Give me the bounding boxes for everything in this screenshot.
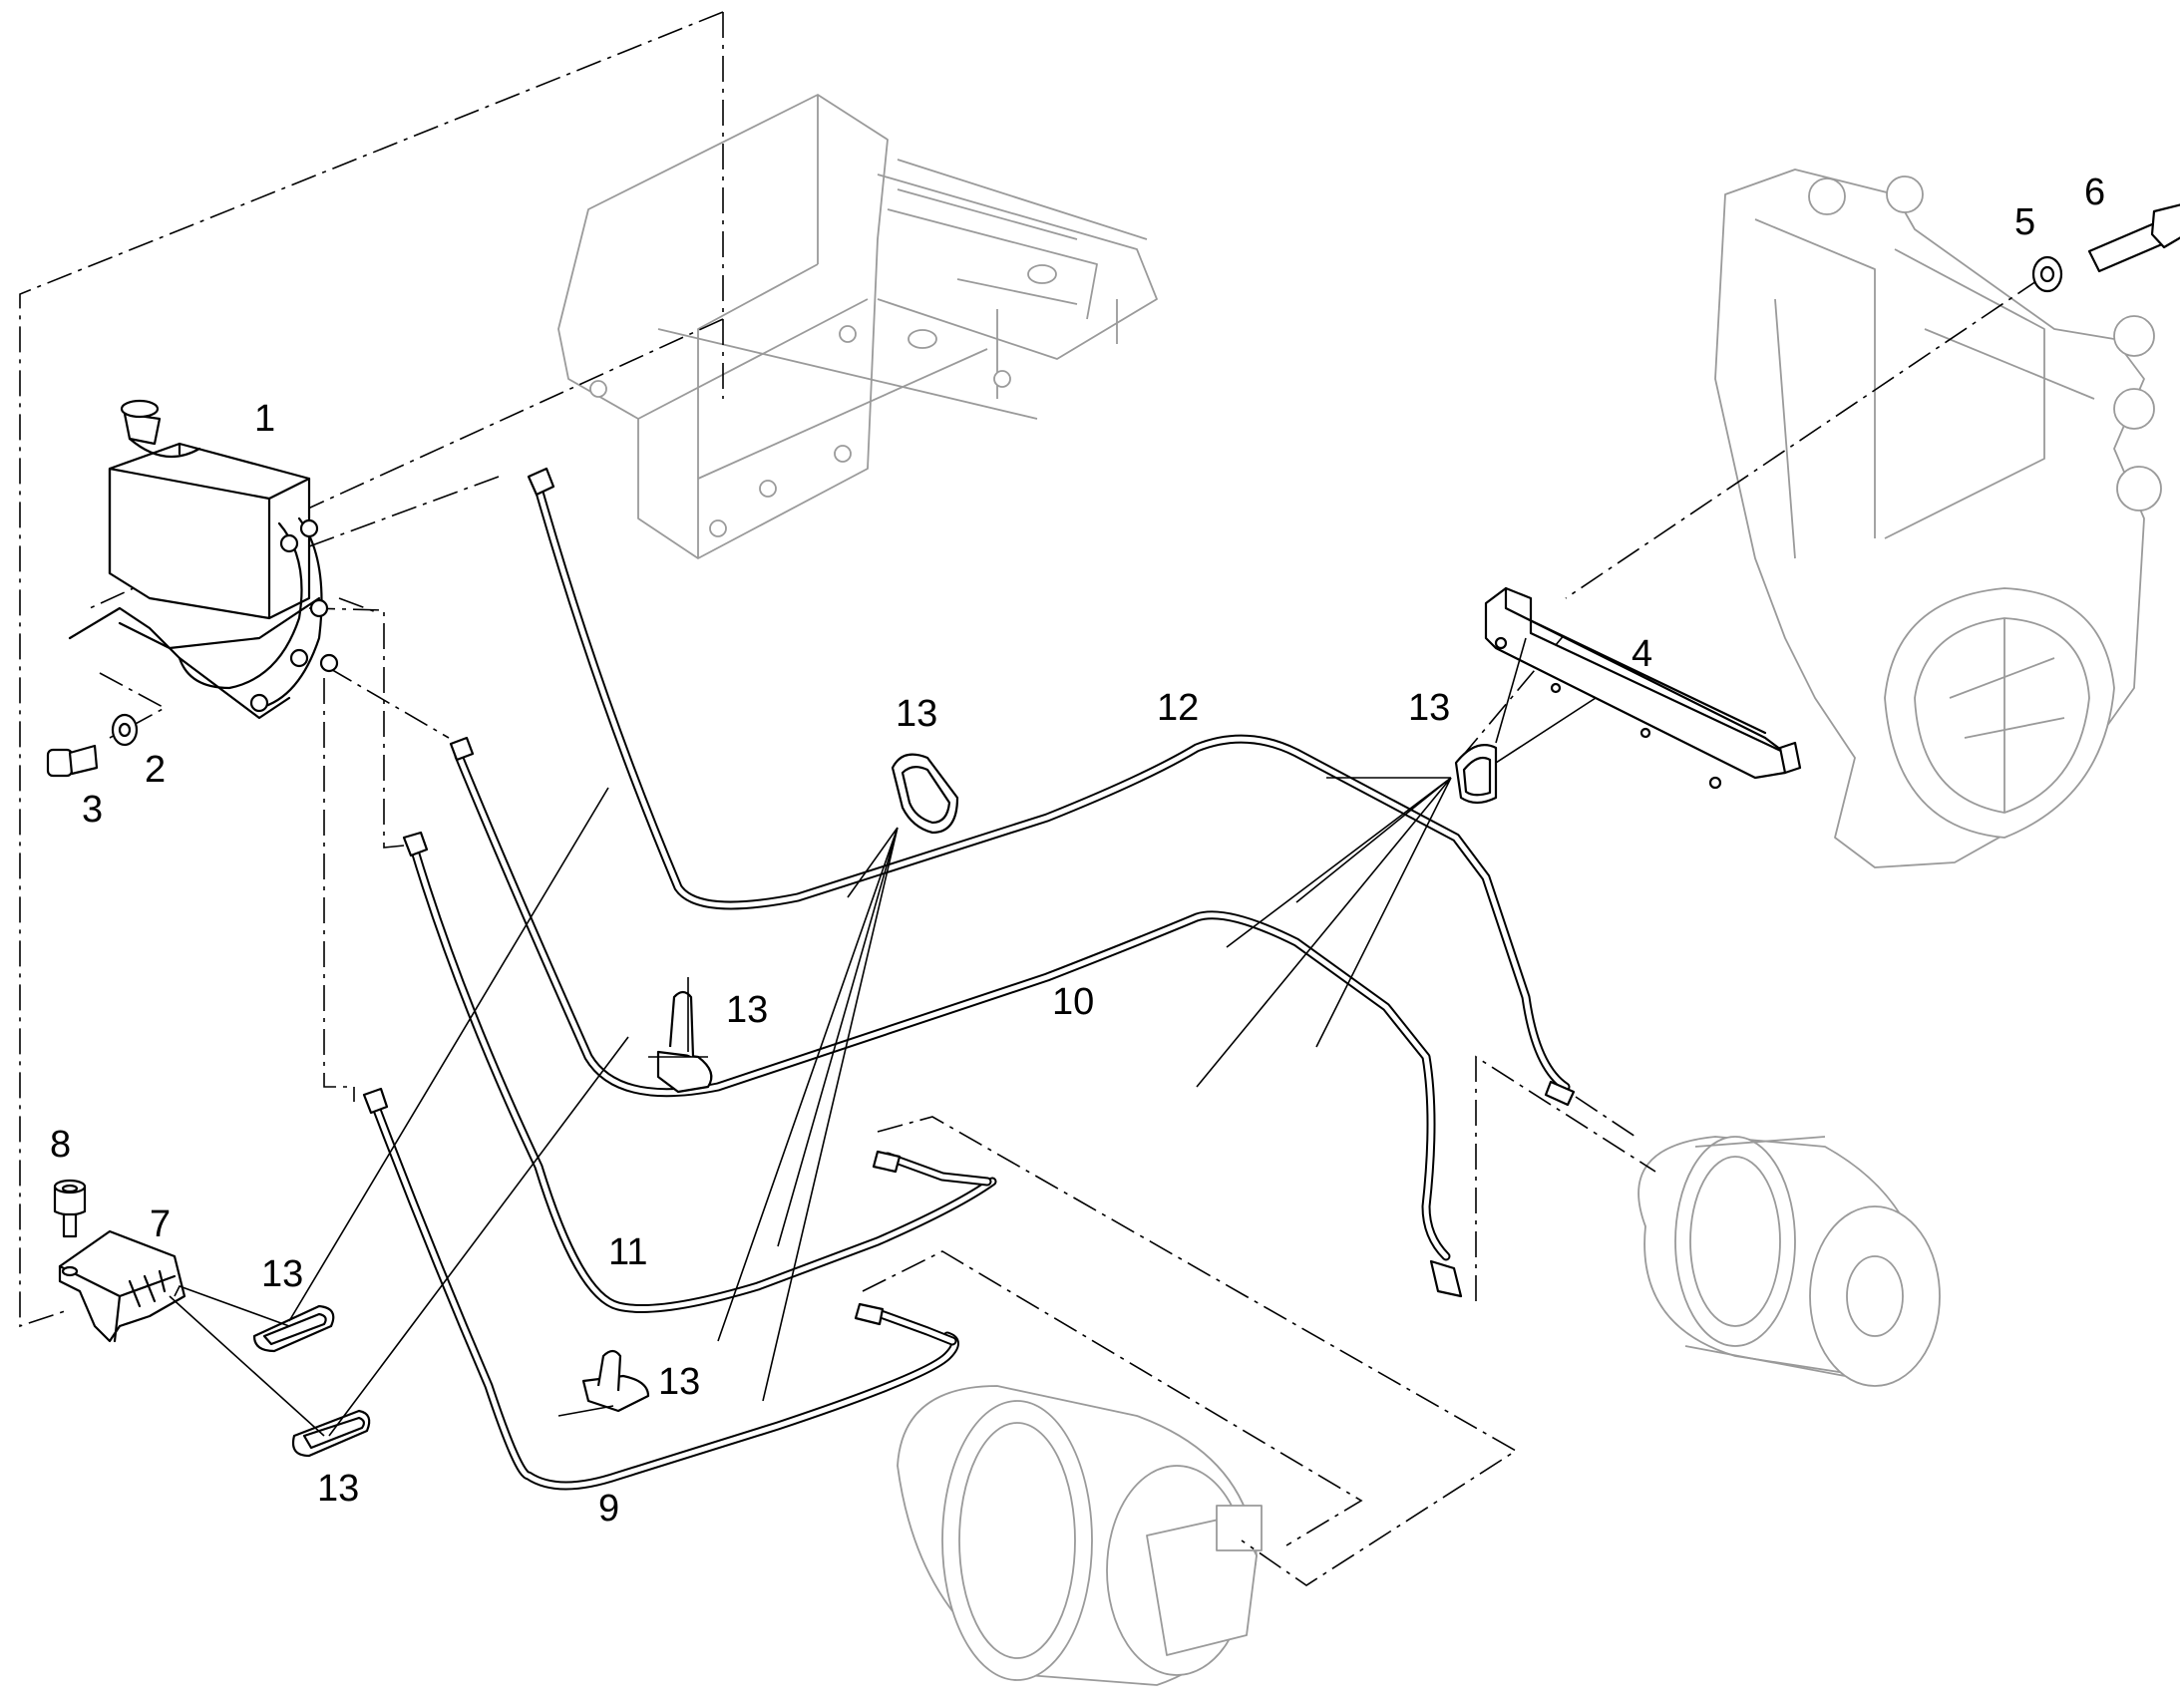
callout-9: 9	[598, 1488, 619, 1530]
callout-11: 11	[608, 1231, 647, 1273]
clamp-13-top	[891, 753, 959, 835]
leader-lines	[169, 637, 1597, 1437]
tank-part-1	[68, 399, 339, 720]
callout-7: 7	[150, 1203, 171, 1245]
final-drive-bottom	[897, 1385, 1263, 1686]
bolt-part-3	[46, 744, 99, 778]
callout-13-left-upper: 13	[261, 1253, 303, 1295]
chassis-frame-top	[557, 94, 1158, 559]
callout-5: 5	[2014, 201, 2035, 243]
callout-6: 6	[2084, 171, 2105, 213]
cap-screw-part-8	[53, 1179, 87, 1238]
clamp-13-mid	[656, 990, 713, 1094]
callout-2: 2	[145, 749, 166, 791]
clamp-13-left-upper	[252, 1304, 335, 1353]
hose-part-11	[402, 831, 997, 1313]
callout-13-right: 13	[1408, 687, 1450, 729]
bracket-part-4	[1484, 586, 1802, 790]
washer-part-5	[2031, 255, 2063, 293]
callout-12: 12	[1157, 687, 1199, 729]
washer-part-2	[111, 713, 139, 747]
clamp-13-lower	[581, 1349, 650, 1413]
callout-1: 1	[254, 398, 275, 440]
hose-part-10	[449, 736, 1463, 1298]
chassis-frame-right	[1714, 169, 2162, 868]
callout-13-mid: 13	[726, 989, 768, 1031]
clamp-13-right	[1454, 744, 1498, 805]
hose-part-9	[362, 1087, 959, 1491]
callout-8: 8	[50, 1124, 71, 1166]
bolt-part-6	[2087, 203, 2180, 273]
callout-13-lower: 13	[658, 1361, 700, 1403]
clamp-bracket-part-7	[58, 1229, 186, 1343]
callout-10: 10	[1052, 981, 1094, 1023]
callout-13-left-lower: 13	[317, 1468, 359, 1510]
callout-3: 3	[82, 789, 103, 831]
callouts: 1 2 3 4 5 6 7 8 9 10 11 12 13 13 13 13 1…	[50, 171, 2105, 1530]
hose-part-12	[527, 467, 1576, 1107]
final-drive-right	[1637, 1136, 1941, 1387]
callout-13-top: 13	[896, 693, 937, 735]
callout-4: 4	[1632, 633, 1652, 675]
